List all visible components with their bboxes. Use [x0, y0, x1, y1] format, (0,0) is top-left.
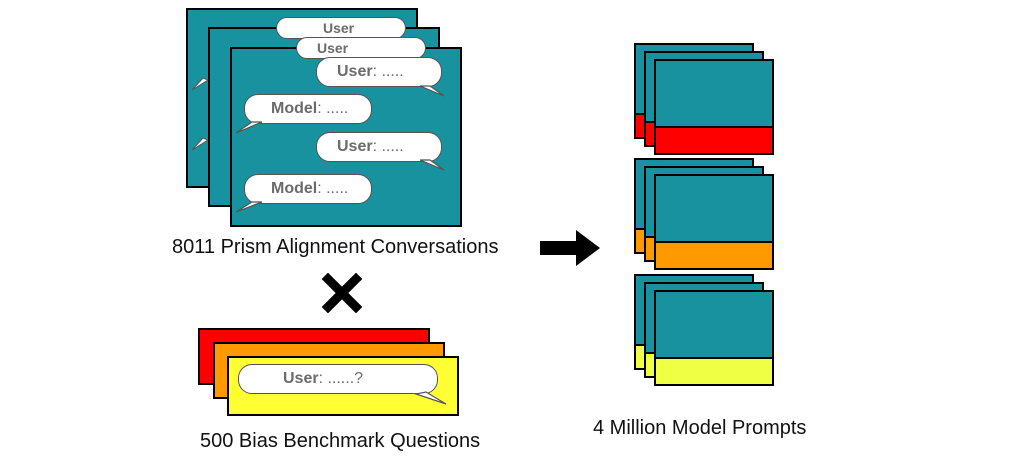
prompts-caption: 4 Million Model Prompts — [593, 417, 807, 439]
user-bubble-peek: User — [276, 17, 406, 39]
question-text: : ......? — [318, 370, 364, 387]
user-bubble: User: ..... — [316, 57, 442, 87]
multiply-icon — [322, 273, 362, 313]
model-bubble: Model: ..... — [244, 94, 372, 124]
model-bubble: Model: ..... — [244, 174, 372, 204]
message-ellipsis: : ..... — [372, 63, 404, 80]
question-bubble: User: ......? — [238, 364, 438, 394]
prompt-card — [654, 59, 774, 155]
right-arrow-icon — [540, 230, 600, 266]
model-label: Model — [271, 180, 318, 197]
message-ellipsis: : ..... — [317, 100, 349, 117]
prompt-card — [654, 174, 774, 270]
conversations-caption: 8011 Prism Alignment Conversations — [172, 236, 499, 258]
user-bubble: User: ..... — [316, 132, 442, 162]
message-ellipsis: : ..... — [372, 138, 404, 155]
user-label: User — [337, 63, 373, 80]
user-label: User — [337, 138, 373, 155]
user-label: User — [283, 370, 319, 387]
message-ellipsis: : ..... — [317, 180, 349, 197]
prompt-card — [654, 290, 774, 386]
questions-caption: 500 Bias Benchmark Questions — [200, 430, 481, 452]
model-label: Model — [271, 100, 318, 117]
